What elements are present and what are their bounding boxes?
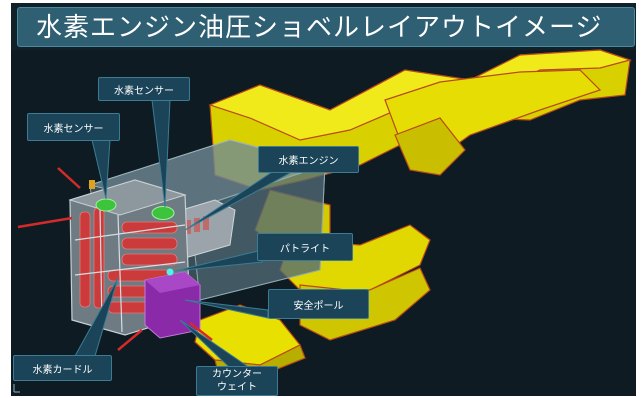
label-hydrogen-sensor-left: 水素センサー	[27, 113, 120, 141]
page-title: 水素エンジン油圧ショベルレイアウトイメージ	[17, 7, 635, 47]
label-hydrogen-cartridge: 水素カードル	[13, 355, 112, 381]
label-patlite: パトライト	[257, 233, 353, 261]
safety-pole-bottom-right	[189, 322, 213, 341]
safety-pole-left	[57, 167, 81, 189]
safety-pole-side	[17, 216, 73, 229]
hydrogen-cylinders	[79, 207, 178, 314]
label-counterweight-line1: カウンター	[212, 369, 262, 380]
rear-beacon	[89, 180, 95, 189]
label-hydrogen-engine: 水素エンジン	[258, 146, 359, 173]
label-counterweight-line2: ウェイト	[217, 382, 257, 393]
hydrogen-sensor-top	[151, 206, 175, 220]
patlite-lamp	[166, 268, 174, 276]
label-counterweight: カウンター ウェイト	[196, 366, 278, 396]
axis-indicator	[13, 384, 20, 393]
label-hydrogen-sensor-top: 水素センサー	[98, 77, 190, 101]
label-safety-pole: 安全ポール	[268, 289, 369, 319]
excavator-boom	[194, 49, 633, 376]
counterweight-top	[145, 272, 200, 293]
hydrogen-sensor-left	[95, 198, 117, 212]
safety-pole-bottom-left	[117, 329, 143, 351]
